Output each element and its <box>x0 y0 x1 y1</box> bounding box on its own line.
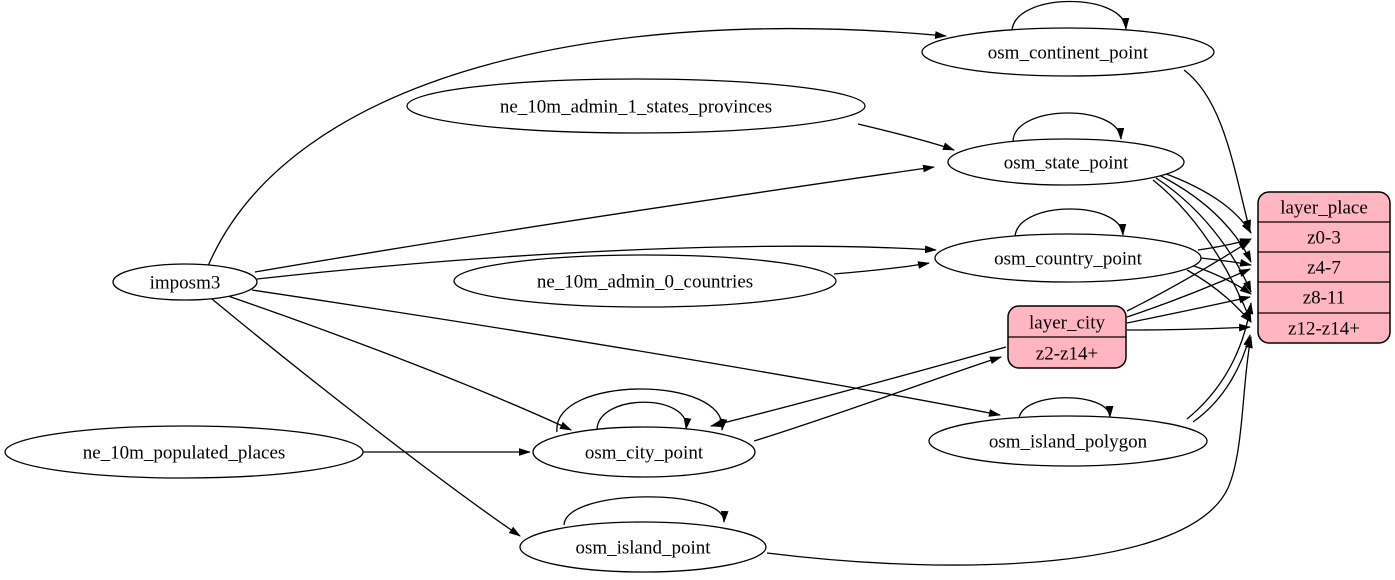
node-ne-states-provinces-label: ne_10m_admin_1_states_provinces <box>500 97 772 118</box>
node-layer-place: layer_place z0-3 z4-7 z8-11 z12-z14+ <box>1257 191 1391 344</box>
edge-ne-countries-to-osm-country-point <box>833 261 930 275</box>
self-loop-osm-city-point-outer <box>556 388 728 433</box>
edge-osm-state-point-to-layer-place-z0-3 <box>1160 171 1252 234</box>
node-imposm3-label: imposm3 <box>150 273 221 294</box>
node-osm-country-point: osm_country_point <box>934 233 1202 283</box>
edge-layer-city-to-osm-city-point <box>710 346 1007 428</box>
node-osm-city-point-label: osm_city_point <box>585 443 704 464</box>
node-ne-states-provinces-shape <box>406 78 866 134</box>
edge-osm-country-point-to-layer-place-z4-7 <box>1200 257 1252 267</box>
edge-osm-island-polygon-to-layer-place-z12-z14 <box>1192 334 1252 423</box>
node-osm-island-polygon: osm_island_polygon <box>928 415 1208 467</box>
self-loop-osm-continent-point <box>1011 0 1130 32</box>
node-layer-place-shape <box>1257 191 1391 344</box>
self-loop-osm-island-polygon <box>1018 397 1114 420</box>
layer-place-row-z4-7: z4-7 <box>1307 258 1341 279</box>
edge-imposm3-to-osm-island-polygon <box>251 289 1001 417</box>
edge-imposm3-to-osm-country-point <box>256 245 937 280</box>
edge-osm-continent-point-to-layer-place-z0-3 <box>1183 69 1251 232</box>
layer-place-title: layer_place <box>1280 198 1368 219</box>
edge-layer-city-to-layer-place-z12-z14 <box>1126 323 1251 332</box>
edge-layer-city-to-layer-place-z0-3 <box>1126 240 1251 312</box>
node-osm-continent-point-label: osm_continent_point <box>988 43 1149 64</box>
node-ne-countries-label: ne_10m_admin_0_countries <box>537 272 753 293</box>
edge-osm-state-point-to-layer-place-z4-7 <box>1158 174 1252 263</box>
node-osm-city-point: osm_city_point <box>532 426 756 478</box>
edge-osm-country-point-to-layer-place-z8-11 <box>1193 265 1252 295</box>
node-osm-island-point: osm_island_point <box>519 521 767 573</box>
edge-ne-states-provinces-to-osm-state-point <box>857 123 955 151</box>
node-ne-countries-shape <box>453 254 837 308</box>
node-osm-island-point-label: osm_island_point <box>575 538 711 559</box>
node-osm-island-polygon-label: osm_island_polygon <box>989 432 1148 453</box>
layer-city-row-z2-z14: z2-z14+ <box>1036 344 1098 365</box>
node-ne-populated-places-label: ne_10m_populated_places <box>83 443 286 464</box>
layer-city-title: layer_city <box>1029 313 1105 334</box>
edge-layer-city-to-layer-place-z8-11 <box>1126 295 1251 324</box>
node-ne-10m-admin-1-states-provinces: ne_10m_admin_1_states_provinces <box>406 78 866 134</box>
edge-layer <box>207 0 1254 566</box>
edge-osm-island-point-to-layer-place-z12-z14 <box>766 336 1253 566</box>
self-loop-osm-state-point <box>1012 112 1125 142</box>
node-osm-island-point-shape <box>519 521 767 573</box>
node-osm-country-point-shape <box>934 233 1202 283</box>
edge-imposm3-to-osm-continent-point <box>207 28 947 267</box>
edge-osm-state-point-to-layer-place-z8-11 <box>1155 177 1252 293</box>
node-osm-city-point-shape <box>532 426 756 478</box>
layer-place-row-z0-3: z0-3 <box>1307 228 1341 249</box>
node-osm-state-point: osm_state_point <box>947 138 1185 186</box>
edge-layer-city-to-layer-place-z4-7 <box>1126 268 1251 318</box>
edge-osm-city-point-to-layer-city-z2-z14 <box>753 356 1002 442</box>
self-loop-osm-country-point <box>1014 208 1127 238</box>
edge-osm-country-point-to-layer-place-z12-z14 <box>1186 269 1252 323</box>
layer-place-row-z12-z14: z12-z14+ <box>1288 319 1360 340</box>
edge-imposm3-to-osm-city-point <box>227 295 572 431</box>
node-ne-10m-populated-places: ne_10m_populated_places <box>4 425 364 479</box>
layer-place-row-z8-11: z8-11 <box>1303 288 1346 309</box>
node-imposm3: imposm3 <box>112 263 258 301</box>
node-osm-continent-point-shape <box>921 27 1215 77</box>
self-loop-osm-city-point-inner <box>596 401 692 432</box>
edge-imposm3-to-osm-island-point <box>211 298 521 537</box>
node-layer-city: layer_city z2-z14+ <box>1007 305 1127 369</box>
edge-osm-island-polygon-to-layer-place-z8-11 <box>1186 302 1254 420</box>
node-osm-island-polygon-shape <box>928 415 1208 467</box>
node-osm-state-point-label: osm_state_point <box>1004 153 1129 174</box>
edge-imposm3-to-osm-state-point <box>254 164 935 273</box>
node-ne-10m-admin-0-countries: ne_10m_admin_0_countries <box>453 254 837 308</box>
node-ne-populated-places-shape <box>4 425 364 479</box>
node-osm-continent-point: osm_continent_point <box>921 27 1215 77</box>
node-imposm3-shape <box>112 263 258 301</box>
edge-osm-state-point-to-layer-place-z12-z14 <box>1152 179 1252 323</box>
edge-osm-country-point-to-layer-place-z0-3 <box>1197 238 1252 251</box>
node-osm-country-point-label: osm_country_point <box>994 249 1142 270</box>
self-loop-osm-island-point <box>563 496 729 526</box>
node-osm-state-point-shape <box>947 138 1185 186</box>
